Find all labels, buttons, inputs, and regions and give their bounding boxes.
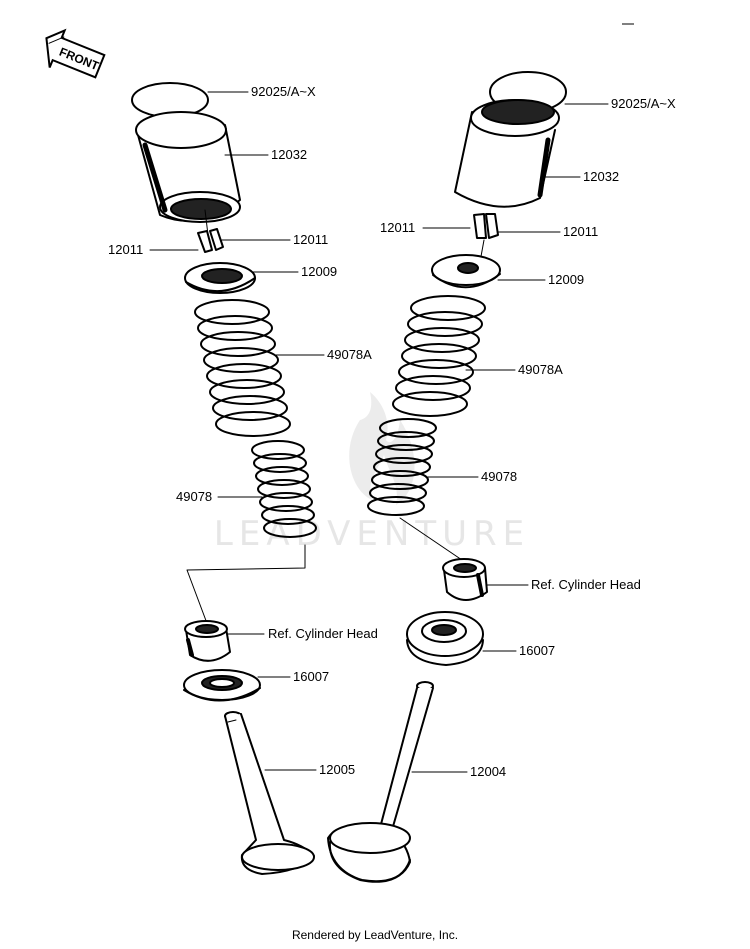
label-left-seat: 16007 (293, 669, 329, 684)
left-valve-seat (183, 669, 261, 702)
watermark-text: LEADVENTURE (214, 514, 530, 554)
right-callouts: 92025/A~X 12032 12011 12011 12009 49078A… (380, 96, 676, 779)
left-retainer (184, 262, 256, 294)
right-valve-seat (406, 611, 484, 666)
left-valve-guide (184, 620, 231, 662)
label-right-keeper-b: 12011 (563, 224, 598, 239)
left-ref-line (186, 544, 306, 627)
right-valve-guide (442, 558, 488, 601)
label-right-outer-spring: 49078A (518, 362, 563, 377)
footer-credit: Rendered by LeadVenture, Inc. (291, 928, 459, 942)
left-valve (224, 711, 315, 875)
left-callouts: 92025/A~X 12032 12011 12011 12009 49078A… (108, 84, 378, 777)
label-right-valve: 12004 (470, 764, 506, 779)
label-right-keeper-a: 12011 (380, 220, 415, 235)
right-ref-line (399, 517, 463, 561)
label-right-seat: 16007 (519, 643, 555, 658)
left-lifter-bucket (135, 111, 241, 236)
label-right-inner-spring: 49078 (481, 469, 517, 484)
label-left-retainer: 12009 (301, 264, 337, 279)
left-inner-spring (251, 440, 317, 538)
label-left-keeper-a: 12011 (108, 242, 143, 257)
right-lifter-bucket (454, 99, 560, 208)
label-left-valve: 12005 (319, 762, 355, 777)
right-outer-spring (392, 295, 486, 417)
label-right-ref-head: Ref. Cylinder Head (531, 577, 641, 592)
label-left-ref-head: Ref. Cylinder Head (268, 626, 378, 641)
right-retainer (431, 254, 501, 289)
label-left-keeper-b: 12011 (293, 232, 328, 247)
label-left-inner-spring: 49078 (176, 489, 212, 504)
right-inner-spring (367, 418, 437, 516)
label-left-lifter: 12032 (271, 147, 307, 162)
left-outer-spring (194, 299, 291, 437)
front-arrow-icon: FRONT (45, 28, 106, 79)
right-keepers (473, 213, 499, 263)
label-left-shim: 92025/A~X (251, 84, 316, 99)
left-keepers (197, 228, 224, 253)
label-right-shim: 92025/A~X (611, 96, 676, 111)
leader-lines (149, 91, 609, 773)
label-right-lifter: 12032 (583, 169, 619, 184)
label-right-retainer: 12009 (548, 272, 584, 287)
label-left-outer-spring: 49078A (327, 347, 372, 362)
right-valve (327, 681, 434, 883)
